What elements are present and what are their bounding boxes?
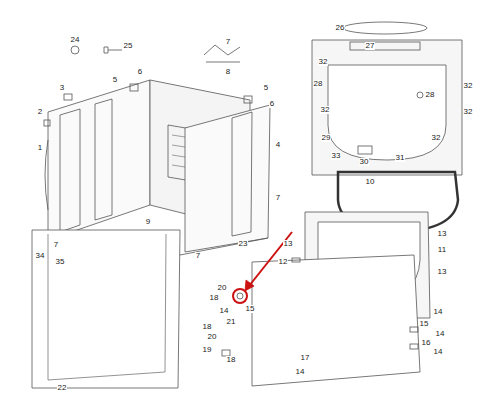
switch-part (237, 293, 243, 299)
callout-number: 4 (275, 141, 281, 149)
callout-number: 12 (278, 258, 289, 266)
callout-number: 32 (318, 58, 329, 66)
part-1 (45, 140, 48, 210)
callout-number: 14 (219, 307, 230, 315)
callout-number: 10 (365, 178, 376, 186)
callout-number: 6 (137, 68, 143, 76)
callout-number: 3 (59, 84, 65, 92)
callout-number: 32 (320, 106, 331, 114)
cabinet-side (48, 80, 150, 240)
callout-number: 22 (57, 384, 68, 392)
cabinet-side (185, 105, 270, 252)
callout-number: 20 (207, 333, 218, 341)
callout-number: 7 (195, 252, 201, 260)
callout-number: 28 (313, 80, 324, 88)
callout-number: 14 (435, 330, 446, 338)
callout-number: 32 (463, 82, 474, 90)
callout-number: 16 (421, 339, 432, 347)
callout-number: 32 (431, 134, 442, 142)
door-slot (292, 258, 300, 262)
callout-number: 9 (145, 218, 151, 226)
side-rib (232, 112, 252, 236)
callout-number: 20 (217, 284, 228, 292)
callout-number: 31 (395, 154, 406, 162)
callout-number: 14 (295, 368, 306, 376)
part-7-8 (204, 45, 240, 62)
part-28 (417, 92, 423, 98)
callout-number: 1 (37, 144, 43, 152)
callout-number: 13 (437, 268, 448, 276)
bracket-6 (244, 96, 252, 103)
callout-number: 33 (331, 152, 342, 160)
callout-number: 25 (123, 42, 134, 50)
front-bulkhead (312, 40, 462, 175)
callout-number: 23 (238, 240, 249, 248)
callout-number: 8 (225, 68, 231, 76)
part-16 (410, 344, 418, 349)
side-rib (60, 99, 112, 232)
callout-number: 13 (283, 240, 294, 248)
arrow-head (245, 280, 254, 291)
callout-number: 7 (225, 38, 231, 46)
callout-number: 2 (37, 108, 43, 116)
callout-number: 14 (433, 348, 444, 356)
bracket-6 (130, 84, 138, 91)
callout-number: 7 (53, 241, 59, 249)
part-2 (44, 120, 50, 126)
callout-number: 17 (300, 354, 311, 362)
callout-number: 15 (245, 305, 256, 313)
callout-number: 28 (425, 91, 436, 99)
callout-number: 11 (437, 246, 447, 254)
part-27 (350, 42, 420, 50)
door-panel (252, 255, 420, 386)
callout-number: 24 (70, 36, 81, 44)
callout-number: 14 (433, 308, 444, 316)
callout-number: 35 (55, 258, 66, 266)
callout-number: 7 (275, 194, 281, 202)
callout-number: 34 (35, 252, 46, 260)
callout-number: 6 (269, 100, 275, 108)
part-15 (410, 327, 418, 332)
callout-number: 13 (437, 230, 448, 238)
callout-number: 19 (202, 346, 213, 354)
hinge-3 (64, 94, 72, 100)
callout-number: 29 (321, 134, 332, 142)
callout-number: 32 (463, 108, 474, 116)
callout-number: 18 (202, 323, 213, 331)
callout-number: 15 (419, 320, 430, 328)
ring-26 (343, 22, 427, 34)
callout-number: 5 (263, 84, 269, 92)
callout-number: 26 (335, 24, 346, 32)
callout-number: 18 (209, 294, 220, 302)
callout-number: 30 (359, 158, 370, 166)
callout-number: 21 (226, 318, 237, 326)
front-panel (32, 230, 180, 388)
part-25 (104, 47, 122, 53)
callout-number: 27 (365, 42, 376, 50)
callout-number: 5 (112, 76, 118, 84)
callout-number: 18 (226, 356, 237, 364)
part-30 (358, 146, 372, 154)
bulkhead-opening (328, 65, 446, 160)
part-24 (71, 46, 79, 54)
front-panel-inner (48, 234, 166, 380)
